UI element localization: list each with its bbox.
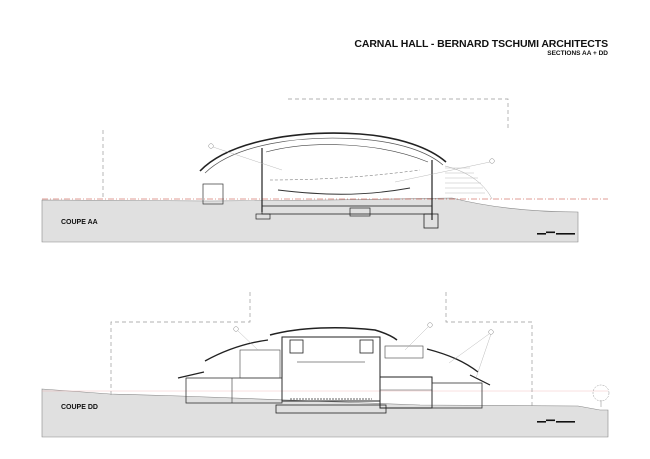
drawing-title: CARNAL HALL - BERNARD TSCHUMI ARCHITECTS bbox=[354, 38, 608, 50]
section-label-dd: COUPE DD bbox=[61, 404, 98, 411]
drawing-subtitle: SECTIONS AA + DD bbox=[547, 50, 608, 57]
scale-bar-aa bbox=[537, 231, 575, 235]
section-label-aa: COUPE AA bbox=[61, 219, 98, 226]
section-aa bbox=[41, 98, 608, 243]
drawing-title-block: CARNAL HALL - BERNARD TSCHUMI ARCHITECTS… bbox=[354, 38, 608, 58]
scale-bar-dd bbox=[537, 419, 575, 423]
section-dd bbox=[41, 292, 610, 438]
